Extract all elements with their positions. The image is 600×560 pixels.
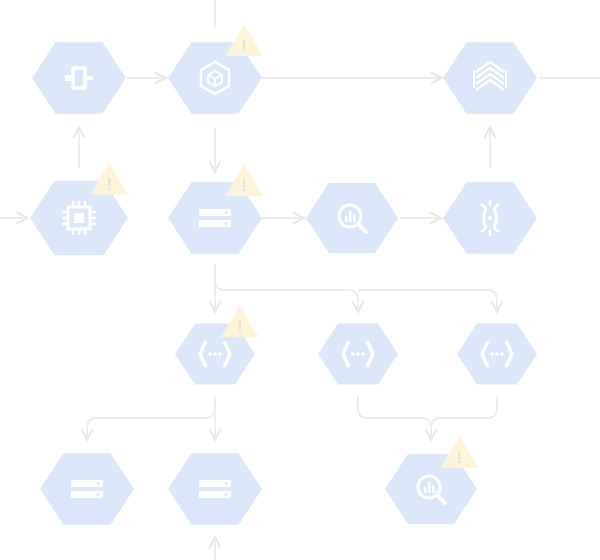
warning-icon: ! <box>225 164 264 197</box>
edge-n10-n13 <box>430 396 498 429</box>
warning-mark: ! <box>107 175 113 194</box>
warning-icon: ! <box>440 435 479 468</box>
warning-mark: ! <box>241 176 247 195</box>
cloud-function-icon <box>341 340 375 368</box>
node-n6[interactable] <box>306 182 398 254</box>
hexagon-shape <box>32 42 126 114</box>
node-n5[interactable]: ! <box>168 164 264 254</box>
node-n9[interactable] <box>318 323 398 385</box>
warning-mark: ! <box>241 36 247 55</box>
compute-chip-icon <box>62 201 96 235</box>
hexagon-shape <box>168 182 262 254</box>
node-n3[interactable] <box>443 42 537 114</box>
warning-icon: ! <box>225 24 264 57</box>
storage-server-icon <box>199 480 231 498</box>
edge-n5-n9 <box>214 264 358 312</box>
hexagon-shape <box>40 453 134 525</box>
analytics-icon <box>337 203 368 234</box>
node-n4[interactable]: ! <box>30 162 129 256</box>
node-n12[interactable] <box>168 453 262 525</box>
hexagon-shape <box>168 453 262 525</box>
hexagon-shape <box>385 453 477 525</box>
node-n11[interactable] <box>40 453 134 525</box>
hexagon-shape <box>443 42 537 114</box>
storage-server-icon <box>199 209 231 227</box>
dataflow-icon <box>480 200 500 236</box>
app-engine-icon <box>199 60 231 96</box>
warning-icon: ! <box>90 162 129 195</box>
warning-mark: ! <box>457 448 463 467</box>
analytics-icon <box>416 474 447 505</box>
node-n13[interactable]: ! <box>385 435 479 525</box>
node-n2[interactable]: ! <box>168 24 264 114</box>
edge-n8-n11 <box>87 396 216 440</box>
node-layer: !!!!! <box>30 24 537 525</box>
storage-server-icon <box>71 480 103 498</box>
node-n7[interactable] <box>443 182 537 254</box>
cloud-function-icon <box>480 340 514 368</box>
warning-mark: ! <box>237 317 243 336</box>
node-n8[interactable]: ! <box>175 305 259 385</box>
node-n1[interactable] <box>32 42 126 114</box>
data-layers-icon <box>473 60 507 92</box>
warning-icon: ! <box>220 305 259 338</box>
cloud-function-icon <box>198 340 232 368</box>
connector-icon <box>65 66 93 90</box>
edge-n5-n10 <box>358 289 497 312</box>
hexagon-shape <box>306 182 398 254</box>
edge-n9-n13 <box>357 396 431 440</box>
node-n10[interactable] <box>457 323 537 385</box>
